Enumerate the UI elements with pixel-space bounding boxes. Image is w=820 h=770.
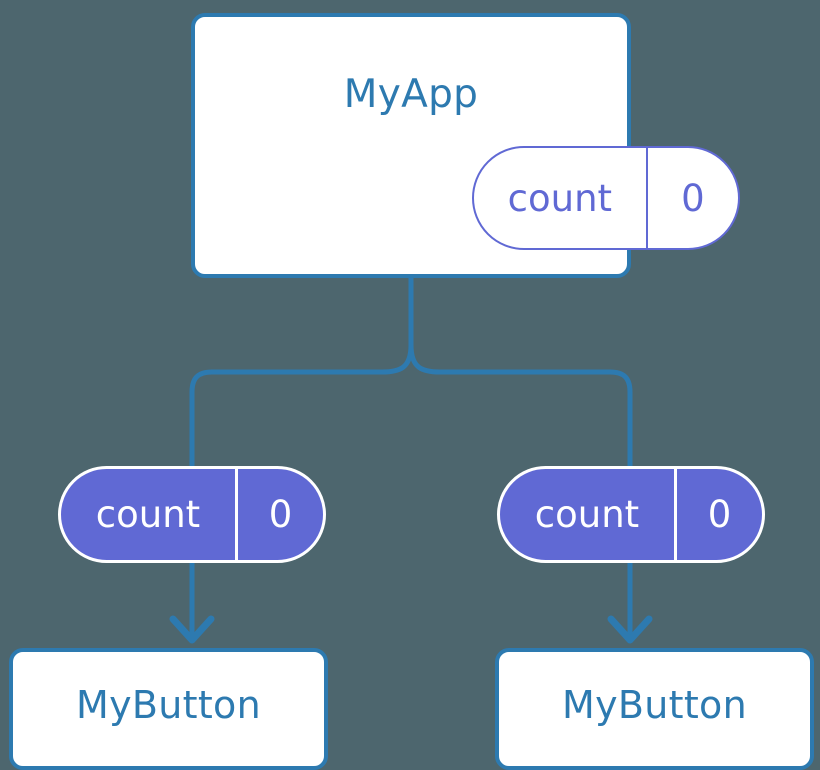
component-node-myapp[interactable]: MyApp count 0 — [191, 13, 740, 278]
component-title-myapp: MyApp — [343, 72, 479, 117]
component-node-mybutton-right[interactable]: MyButton — [495, 648, 814, 770]
component-title-mybutton: MyButton — [76, 683, 261, 727]
connector-branch-right — [408, 344, 633, 466]
component-node-mybutton-left[interactable]: MyButton — [9, 648, 328, 770]
props-pill-value: 0 — [268, 493, 293, 536]
props-pill-right-count[interactable]: count 0 — [497, 466, 765, 563]
state-pill-key: count — [474, 148, 648, 248]
props-pill-key: count — [500, 469, 677, 560]
arrow-head-left-icon — [169, 615, 215, 644]
props-pill-value: 0 — [707, 493, 732, 536]
component-title-mybutton: MyButton — [562, 683, 747, 727]
state-pill-myapp-count[interactable]: count 0 — [472, 146, 740, 250]
props-pill-key: count — [61, 469, 238, 560]
connector-branch-left — [189, 344, 414, 466]
props-pill-left-count[interactable]: count 0 — [58, 466, 326, 563]
state-pill-value: 0 — [681, 176, 705, 220]
arrow-head-right-icon — [607, 615, 653, 644]
